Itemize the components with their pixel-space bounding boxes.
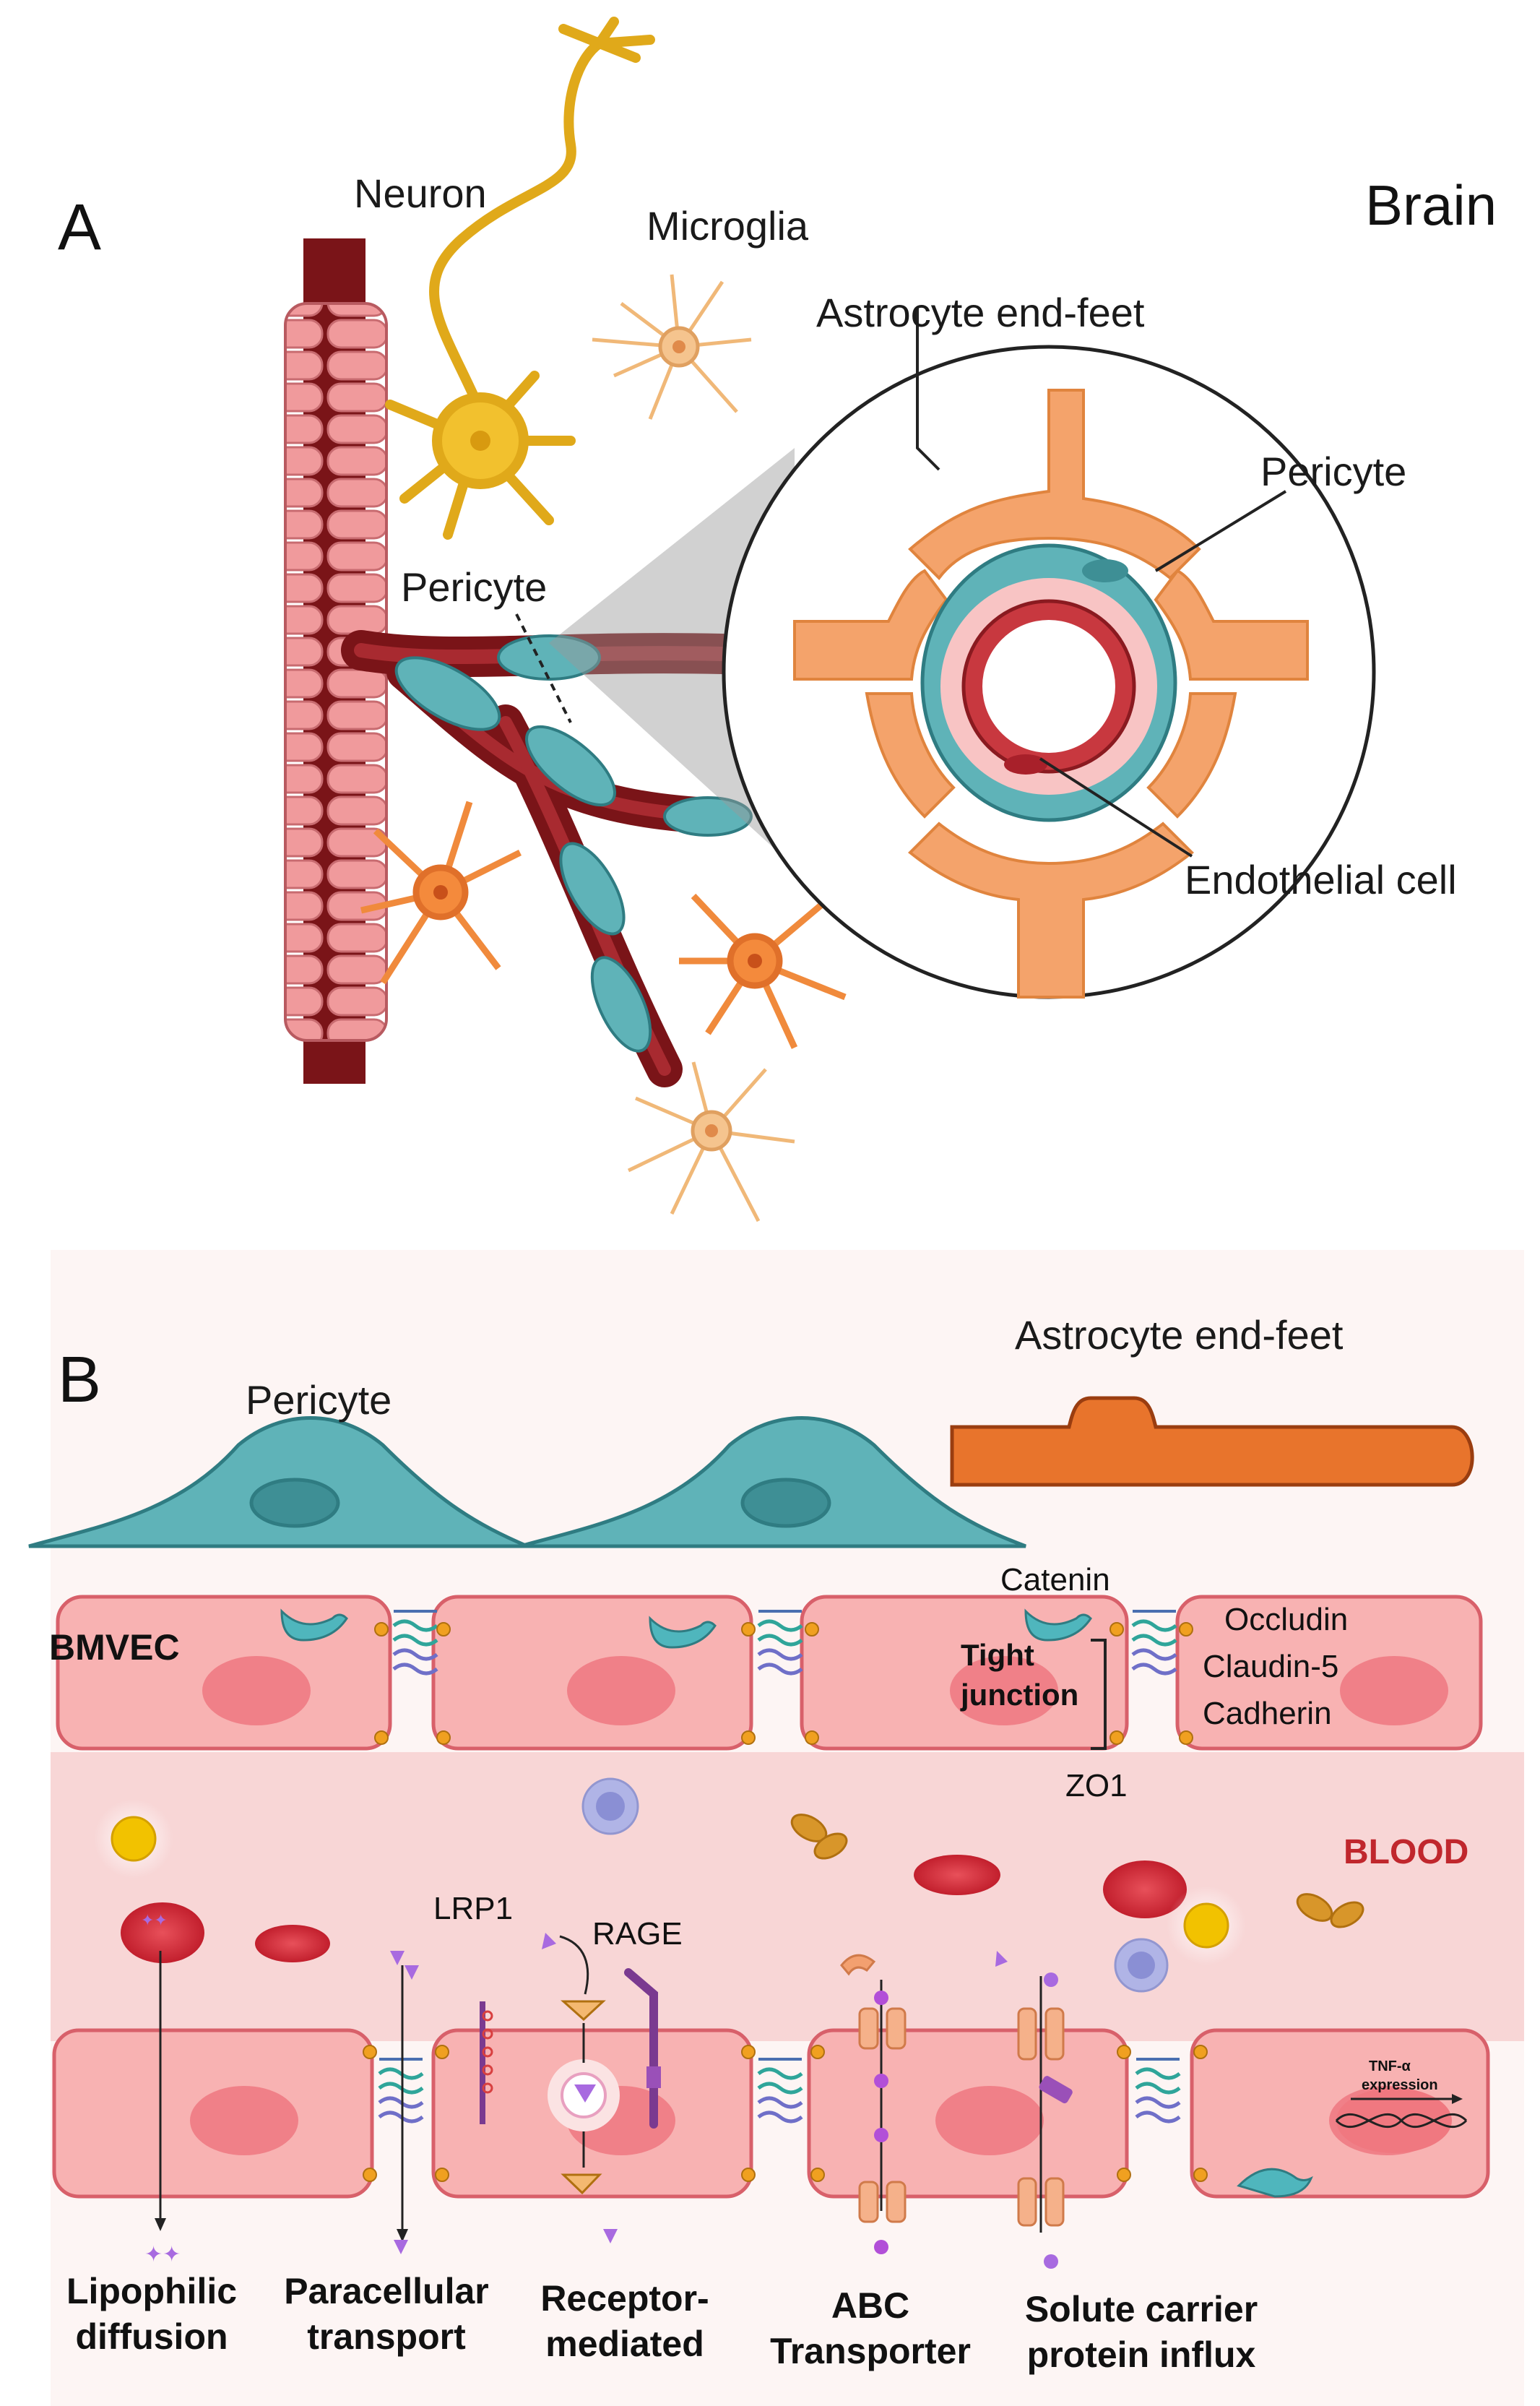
pericyte-label-b: Pericyte [246,1377,392,1423]
catenin-shapes [280,1608,1092,1649]
mechanism-solute-line1: Solute carrier [1024,2289,1258,2329]
pericyte-pointer-a [515,613,572,723]
mechanism-solute: Solute carrier protein influx [1004,2287,1279,2377]
mechanism-abc: ABC Transporter [758,2283,982,2373]
panel-b: ✦✦ ✦✦ [28,1250,1524,2406]
bmvec-label: BMVEC [49,1627,180,1668]
astrocyte-end-foot-b [950,1396,1474,1487]
blood-label: BLOOD [1344,1833,1469,1871]
mechanism-lipophilic-line2: diffusion [75,2316,228,2357]
lrp1-label: LRP1 [433,1891,514,1926]
svg-text:✦✦: ✦✦ [144,2243,181,2267]
dna-helix [1335,2088,1468,2153]
mechanism-receptor-line2: mediated [545,2323,704,2364]
solute-carrier [995,1951,1073,2269]
astrocyte-left [360,801,522,985]
tnf-label-1: TNF-α [1369,2058,1411,2074]
mechanism-paracellular: Paracellular transport [267,2269,506,2359]
tight-junction-label-1: Tight [961,1638,1034,1672]
receptor-mediated-path [542,1933,620,2243]
mechanism-lipophilic-line1: Lipophilic [66,2271,238,2311]
lrp1-receptor [480,2001,493,2124]
panel-letter-b: B [58,1344,102,1416]
occludin-label: Occludin [1224,1602,1349,1637]
abc-transporter [840,1954,907,2254]
pericytes-on-capillaries [394,634,753,1053]
inset-circle [722,307,1376,999]
blood-cells [94,1777,1364,1993]
pericyte-label-a: Pericyte [401,564,548,610]
zoom-wedge [549,448,795,867]
tight-junction-label-2: junction [961,1678,1079,1712]
blood-band [51,1752,1524,2041]
mechanism-solute-line2: protein influx [1026,2334,1256,2375]
pericyte-label-inset: Pericyte [1260,449,1407,494]
astrocyte-right [679,893,847,1049]
mechanism-paracellular-line1: Paracellular [284,2271,489,2311]
brain-label: Brain [1365,173,1497,237]
microglia-top [592,274,752,420]
mechanism-abc-line2: Transporter [770,2330,971,2371]
mechanism-lipophilic: Lipophilic diffusion [43,2269,260,2359]
tnf-label-2: expression [1362,2077,1438,2093]
pericytes-b [28,1416,1026,1548]
paracellular-arrow [390,1951,419,2254]
mechanism-abc-line1: ABC [831,2285,910,2326]
cadherin-label: Cadherin [1203,1696,1332,1731]
astrocyte-end-feet-label-a: Astrocyte end-feet [816,290,1145,335]
panel-letter-a: A [58,191,102,264]
lipophilic-arrow: ✦✦ ✦✦ [141,1911,181,2267]
microglia-bottom [627,1061,795,1223]
rage-receptor [624,1968,661,2129]
catenin-label: Catenin [1000,1562,1110,1597]
neuron [385,17,655,540]
mechanism-receptor: Receptor- mediated [516,2276,733,2366]
endothelial-cell-label: Endothelial cell [1185,857,1457,902]
mechanism-receptor-line1: Receptor- [540,2278,709,2319]
svg-text:✦✦: ✦✦ [141,1911,168,1929]
tight-junction-bracket [1091,1639,1107,1750]
zo1-label: ZO1 [1065,1768,1128,1803]
neuron-label: Neuron [354,171,487,216]
mechanism-paracellular-line2: transport [307,2316,466,2357]
panel-a [284,17,1376,1223]
astrocyte-end-feet-label-b: Astrocyte end-feet [1015,1312,1344,1358]
microglia-label: Microglia [646,203,809,249]
claudin5-label: Claudin-5 [1203,1649,1339,1684]
rage-label: RAGE [592,1916,683,1952]
